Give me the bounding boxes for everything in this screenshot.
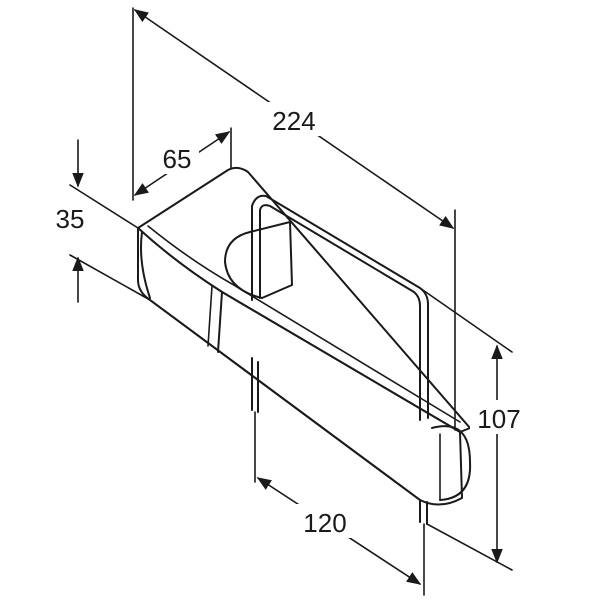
dim-label-length: 224 xyxy=(272,106,315,136)
dim-label-body-height: 35 xyxy=(56,204,85,234)
dim-length: 224 xyxy=(132,7,456,431)
shelf-segment-seam xyxy=(217,291,223,353)
shelf-left-end xyxy=(140,231,151,299)
shelf-top-edge xyxy=(147,225,461,423)
ext-line-total-top xyxy=(419,287,513,353)
ext-line-total-bottom xyxy=(426,523,513,571)
shelf-segment-seam-2 xyxy=(207,285,213,347)
dim-label-depth: 65 xyxy=(163,144,192,174)
shelf-bottom-edge xyxy=(149,299,421,501)
dim-leg-spacing: 120 xyxy=(254,411,425,596)
dim-depth: 65 xyxy=(133,127,232,196)
shelf-recess xyxy=(224,221,293,299)
dim-label-total-height: 107 xyxy=(477,404,520,434)
dim-label-leg-spacing: 120 xyxy=(303,508,346,538)
shelf-right-end xyxy=(431,425,472,501)
shelf-body xyxy=(137,166,472,506)
dim-body-height: 35 xyxy=(56,139,151,303)
shelf-front-face xyxy=(137,227,463,506)
dim-total-height: 107 xyxy=(419,287,528,571)
ext-line-body-top xyxy=(69,184,139,229)
